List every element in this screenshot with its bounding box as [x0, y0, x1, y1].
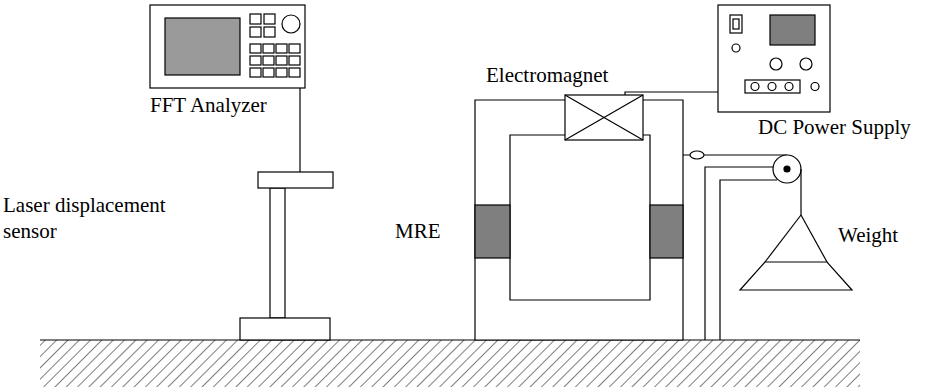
ground: [40, 340, 860, 387]
electromagnet: [475, 95, 683, 340]
coil-cross: [565, 95, 643, 140]
supply-knob: [770, 58, 782, 70]
fft-analyzer: [150, 5, 305, 88]
pulley-bracket: [705, 167, 775, 340]
dc-power-supply: [718, 5, 830, 112]
pulley-wheel: [773, 155, 801, 183]
sensor-base: [240, 318, 330, 340]
part-label: MRE: [395, 218, 441, 244]
analyzer-screen: [165, 18, 240, 75]
analyzer-button: [264, 14, 275, 24]
instrument-label: Electromagnet: [486, 62, 608, 88]
supply-terminal-strip: [745, 80, 800, 93]
analyzer-housing: [150, 5, 305, 88]
analyzer-button: [250, 14, 261, 24]
supply-housing: [718, 5, 830, 112]
supply-lamp: [732, 44, 740, 52]
ground-line: [40, 339, 860, 340]
supply-terminal: [811, 83, 819, 91]
instrument-label: FFT Analyzer: [150, 92, 267, 118]
supply-display: [770, 15, 815, 45]
instrument-label: Laser displacement sensor: [3, 192, 188, 245]
supply-switch: [733, 19, 739, 29]
supply-terminal: [785, 83, 793, 91]
part-label: Weight: [838, 222, 898, 248]
supply-knob: [800, 58, 812, 70]
supply-terminal: [768, 83, 776, 91]
weight-pan: [740, 262, 852, 290]
instrument-label: DC Power Supply: [758, 114, 911, 140]
supply-terminal: [751, 83, 759, 91]
pulley-axle: [784, 166, 790, 172]
string-eyelet: [690, 151, 704, 159]
sensor-stand: [270, 188, 285, 318]
power-wire: [625, 92, 718, 95]
coil-cross: [565, 95, 643, 140]
ground-hatch: [40, 340, 860, 387]
pulley-bracket: [720, 180, 777, 340]
analyzer-knob: [282, 15, 300, 33]
coil-box: [565, 95, 643, 140]
mre-sample: [650, 205, 683, 258]
pan-string: [765, 215, 801, 262]
laser-sensor: [240, 172, 333, 340]
pan-string: [801, 215, 827, 262]
supply-switch: [730, 15, 742, 33]
weight-string: [800, 169, 801, 215]
analyzer-button: [250, 27, 261, 37]
mre-sample: [475, 205, 510, 258]
loading-rig: [683, 151, 852, 340]
signal-cable: [299, 88, 300, 172]
sensor-head: [258, 172, 333, 188]
analyzer-button: [264, 27, 275, 37]
analyzer-keypad: [250, 44, 300, 77]
